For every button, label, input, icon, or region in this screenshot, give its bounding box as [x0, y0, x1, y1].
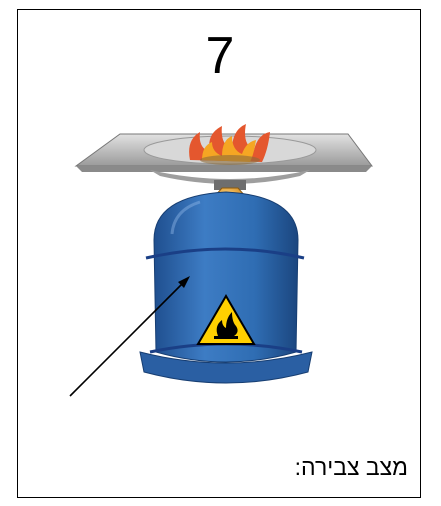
flame-icon	[189, 124, 270, 165]
gas-canister	[140, 192, 312, 383]
